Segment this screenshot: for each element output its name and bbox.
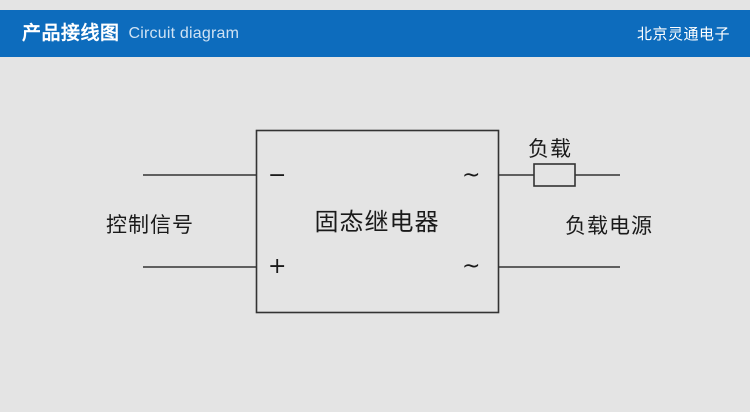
circuit-diagram: 固态继电器 控制信号 负载 负载电源 − + ~ ~ — [0, 57, 750, 412]
relay-box-label: 固态继电器 — [314, 208, 440, 236]
terminal-ac-top-label: ~ — [462, 163, 481, 188]
relay-box — [255, 129, 500, 314]
control-signal-label: 控制信号 — [106, 213, 194, 237]
terminal-plus-label: + — [268, 254, 287, 279]
brand-name: 北京灵通电子 — [636, 26, 730, 43]
page-title: 产品接线图 — [22, 23, 120, 44]
load-resistor — [533, 163, 576, 187]
header-bar: 产品接线图 Circuit diagram 北京灵通电子 — [0, 10, 750, 57]
load-label: 负载 — [528, 137, 572, 161]
load-power-label: 负载电源 — [565, 214, 653, 238]
circuit-diagram-svg — [143, 129, 620, 314]
terminal-minus-label: − — [268, 163, 287, 188]
page-subtitle: Circuit diagram — [128, 24, 240, 42]
header-title-group: 产品接线图 Circuit diagram — [22, 10, 239, 57]
terminal-ac-bottom-label: ~ — [462, 254, 481, 279]
